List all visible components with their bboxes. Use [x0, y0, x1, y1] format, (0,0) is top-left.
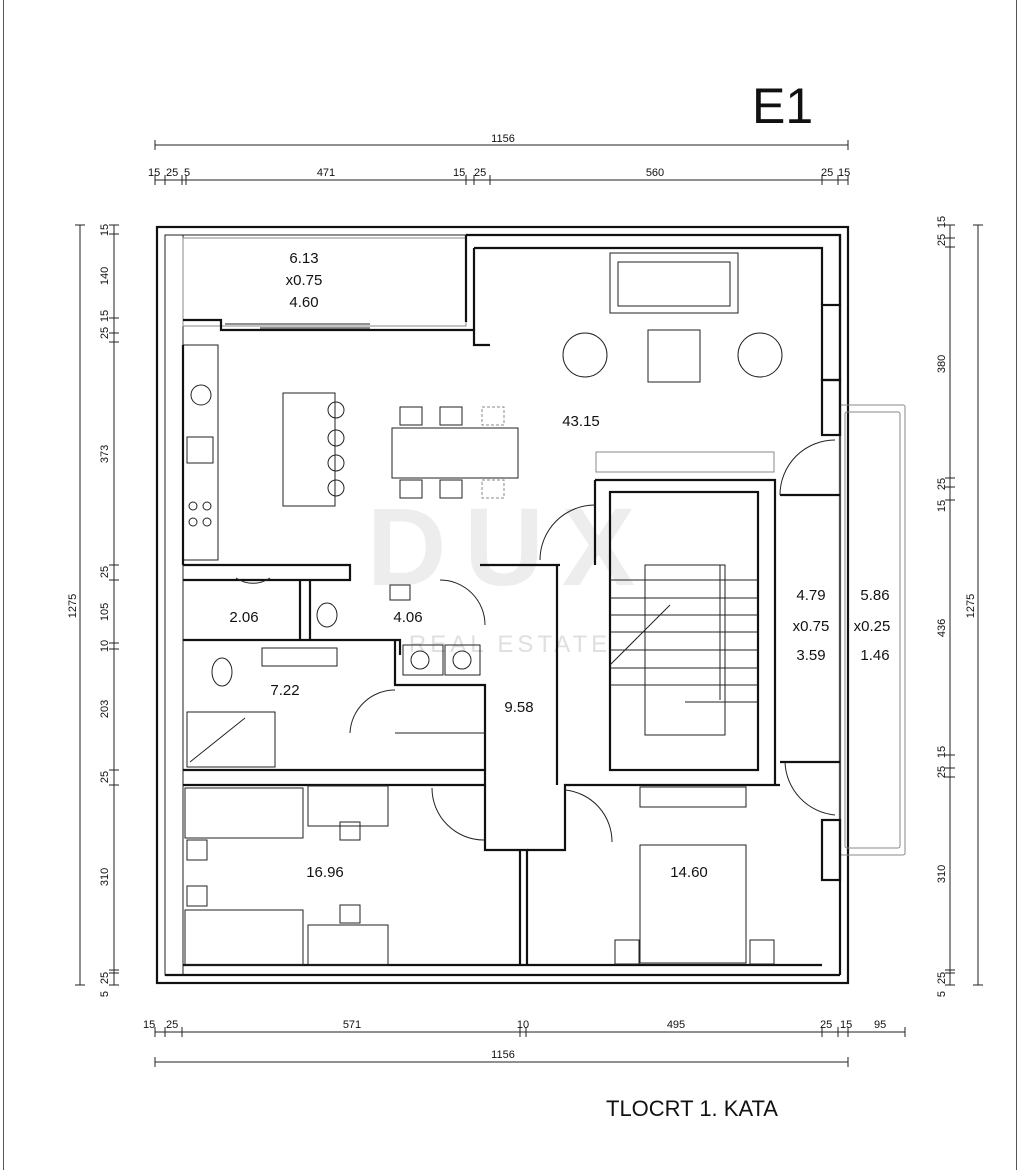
- bottom-total-dim: 1156: [491, 1049, 515, 1061]
- top-seg-dim: 560: [646, 167, 664, 179]
- bottom-seg-dim: 25: [166, 1019, 178, 1031]
- top-seg-dim: 471: [317, 167, 335, 179]
- watermark-logo: DUX: [367, 486, 653, 609]
- room-area-living: 43.15: [562, 413, 600, 430]
- plan-code: E1: [752, 78, 813, 134]
- bedroom-left-furniture: [184, 785, 389, 966]
- living-furniture: [282, 252, 783, 507]
- right-seg-dim: 310: [936, 865, 948, 883]
- plan-caption: TLOCRT 1. KATA: [606, 1096, 778, 1121]
- page-edge-right: [1016, 0, 1017, 1170]
- staircase: [595, 451, 775, 772]
- left-seg-dim: 105: [99, 603, 111, 621]
- room-area-bathroom: 7.22: [270, 682, 299, 699]
- right-dimension-lines: [945, 224, 983, 986]
- left-seg-dim: 25: [99, 327, 111, 339]
- bottom-seg-dim: 15: [840, 1019, 852, 1031]
- top-seg-dim: 25: [166, 167, 178, 179]
- left-seg-dim: 5: [99, 991, 111, 997]
- right-seg-dim: 436: [936, 619, 948, 637]
- bottom-seg-dim: 10: [517, 1019, 529, 1031]
- interior-walls: [183, 478, 780, 965]
- left-seg-dim: 10: [99, 640, 111, 652]
- bottom-seg-dim: 95: [874, 1019, 886, 1031]
- bottom-dimension-lines: [154, 1027, 906, 1067]
- top-seg-dim: 25: [821, 167, 833, 179]
- room-area-terrace: x0.25: [854, 618, 891, 635]
- page-edge-left: [3, 0, 4, 1170]
- left-dimension-lines: [75, 224, 119, 986]
- left-seg-dim: 25: [99, 972, 111, 984]
- left-seg-dim: 25: [99, 771, 111, 783]
- terrace-right: [779, 303, 906, 882]
- watermark: DUX REAL ESTATE: [367, 486, 653, 658]
- room-area-terrace: x0.75: [793, 618, 830, 635]
- bottom-seg-dim: 571: [343, 1019, 361, 1031]
- top-seg-dim: 15: [453, 167, 465, 179]
- top-seg-dim: 15: [148, 167, 160, 179]
- right-seg-dim: 15: [936, 216, 948, 228]
- room-area-bedroom-left: 16.96: [306, 864, 344, 881]
- left-seg-dim: 373: [99, 445, 111, 463]
- room-area-laundry: 4.06: [393, 609, 422, 626]
- right-seg-dim: 15: [936, 500, 948, 512]
- top-seg-dim: 5: [184, 167, 190, 179]
- left-seg-dim: 140: [99, 267, 111, 285]
- room-area-terrace: 5.86: [860, 587, 889, 604]
- room-area-balcony: 4.60: [289, 294, 318, 311]
- top-total-dim: 1156: [491, 133, 515, 145]
- room-area-terrace: 3.59: [796, 647, 825, 664]
- sanitary-fixtures: [186, 584, 481, 768]
- bedroom-right-furniture: [614, 786, 775, 965]
- room-area-balcony: 6.13: [289, 250, 318, 267]
- room-area-hall: 9.58: [504, 699, 533, 716]
- door-swings: [235, 504, 613, 843]
- right-seg-dim: 15: [936, 746, 948, 758]
- left-seg-dim: 203: [99, 700, 111, 718]
- top-dimension-lines: [154, 140, 849, 185]
- bottom-seg-dim: 25: [820, 1019, 832, 1031]
- right-seg-dim: 25: [936, 766, 948, 778]
- left-seg-dim: 15: [99, 224, 111, 236]
- kitchen-counter: [181, 344, 219, 565]
- room-area-balcony: x0.75: [286, 272, 323, 289]
- left-total-dim: 1275: [67, 594, 79, 618]
- right-seg-dim: 25: [936, 234, 948, 246]
- top-seg-dim: 15: [838, 167, 850, 179]
- room-area-terrace: 1.46: [860, 647, 889, 664]
- right-seg-dim: 25: [936, 972, 948, 984]
- balcony-top: [182, 235, 490, 347]
- top-seg-dim: 25: [474, 167, 486, 179]
- bottom-seg-dim: 495: [667, 1019, 685, 1031]
- room-area-bedroom-right: 14.60: [670, 864, 708, 881]
- left-seg-dim: 15: [99, 310, 111, 322]
- left-seg-dim: 310: [99, 868, 111, 886]
- room-area-terrace: 4.79: [796, 587, 825, 604]
- right-seg-dim: 5: [936, 991, 948, 997]
- room-area-wc: 2.06: [229, 609, 258, 626]
- right-total-dim: 1275: [965, 594, 977, 618]
- right-seg-dim: 25: [936, 478, 948, 490]
- right-seg-dim: 380: [936, 355, 948, 373]
- bottom-seg-dim: 15: [143, 1019, 155, 1031]
- left-seg-dim: 25: [99, 566, 111, 578]
